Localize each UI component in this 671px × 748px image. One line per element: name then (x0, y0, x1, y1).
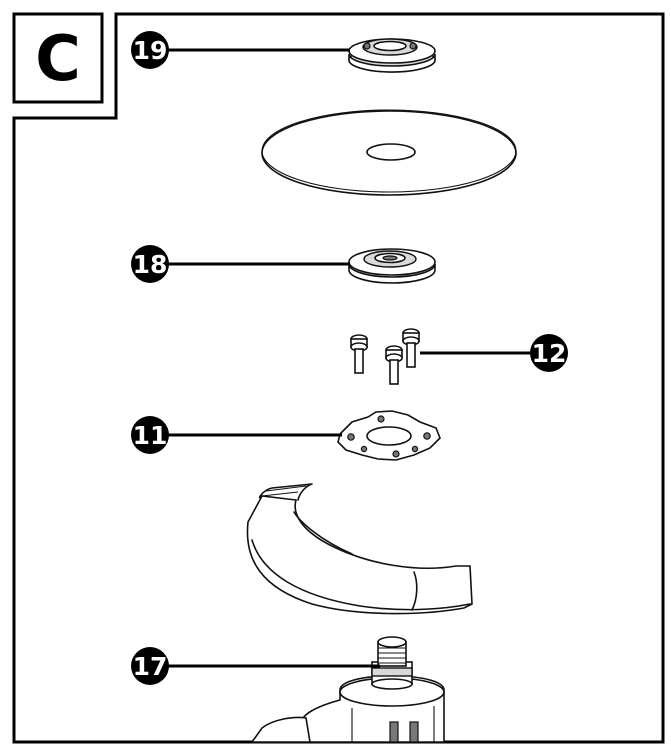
callout-badge-18: 18 (131, 245, 169, 283)
callout-badge-12: 12 (530, 334, 568, 372)
svg-text:12: 12 (532, 339, 567, 368)
clamping-plate (337, 410, 441, 461)
screws (350, 328, 420, 385)
callout-badge-19: 19 (131, 31, 169, 69)
wheel-guard (246, 483, 473, 615)
grinding-disc (261, 109, 517, 196)
svg-text:19: 19 (133, 36, 168, 65)
outer-flange-nut (348, 38, 436, 73)
diagram-frame (12, 12, 665, 744)
panel-letter: C (35, 22, 81, 95)
callout-badge-11: 11 (131, 416, 169, 454)
callout-badge-17: 17 (131, 647, 169, 685)
spindle-gear-head (250, 636, 445, 743)
svg-text:18: 18 (133, 250, 168, 279)
svg-text:17: 17 (133, 652, 168, 681)
panel-letter-box (12, 12, 104, 104)
inner-flange (348, 248, 436, 284)
svg-text:11: 11 (133, 421, 168, 450)
